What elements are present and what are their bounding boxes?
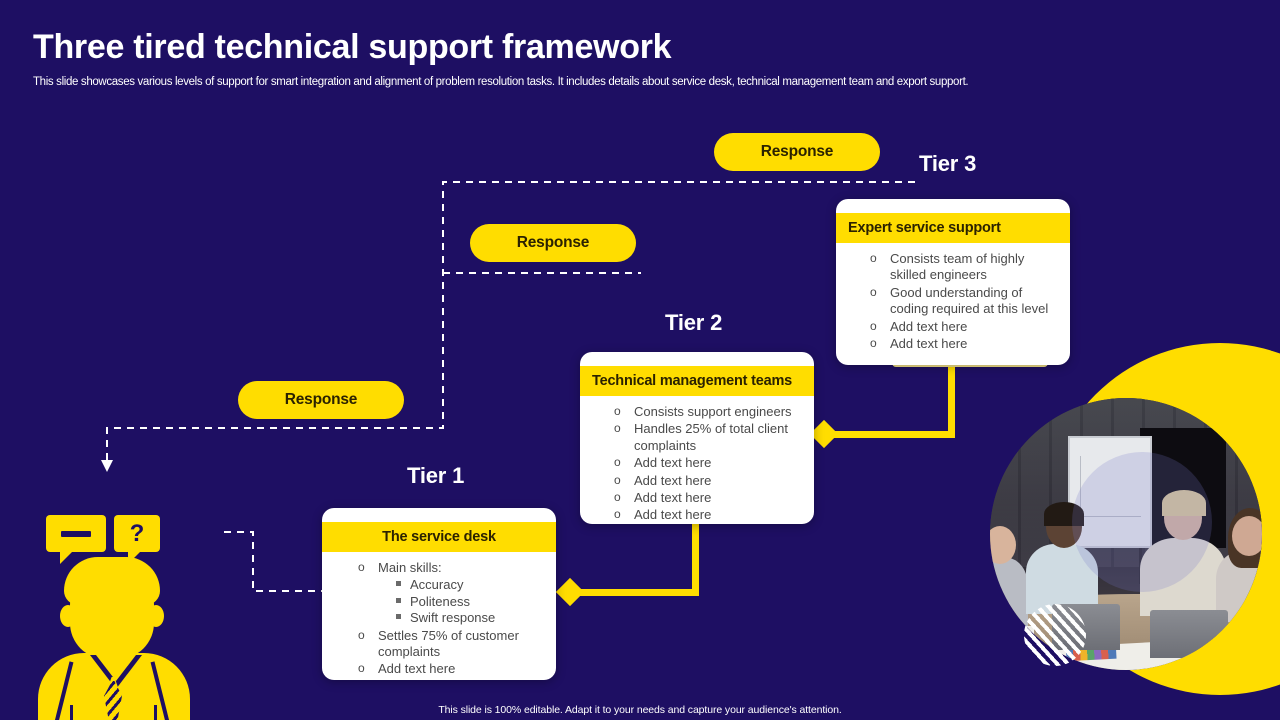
- list-item-text: Add text here: [378, 661, 456, 677]
- tier-2-card-title: Technical management teams: [580, 366, 814, 396]
- tier-3-list: o Consists team of highly skilled enginee…: [836, 251, 1070, 352]
- tier-3-card[interactable]: Expert service support o Consists team of…: [836, 199, 1070, 365]
- list-item-text: Consists team of highly skilled engineer…: [890, 251, 1025, 283]
- sub-list-item-text: Politeness: [410, 593, 470, 609]
- team-meeting-photo: [990, 398, 1262, 670]
- list-item: o Good understanding of coding required a…: [870, 284, 1060, 318]
- bullet-marker-icon: o: [614, 421, 621, 436]
- list-item: o Settles 75% of customer complaints: [358, 627, 546, 661]
- bullet-marker-icon: o: [614, 455, 621, 470]
- tier-1-card-title: The service desk: [322, 522, 556, 552]
- connector-tier2-to-tier1-horizontal: [574, 589, 696, 596]
- speech-bubble-dash-icon: [46, 515, 106, 564]
- list-item-text: Consists support engineers: [634, 404, 792, 419]
- list-item: o Add text here: [614, 489, 804, 506]
- bullet-marker-icon: o: [870, 284, 877, 299]
- connector-diamond-tier2: [809, 419, 839, 449]
- list-item-text: Good understanding of coding required at…: [890, 284, 1049, 317]
- list-item: o Add text here: [614, 455, 804, 471]
- sub-list-item-text: Swift response: [410, 610, 496, 626]
- square-bullet-icon: [396, 614, 401, 620]
- list-item: o Add text here: [614, 472, 804, 489]
- list-item-text: Add text here: [634, 472, 712, 488]
- bullet-marker-icon: o: [358, 560, 365, 574]
- bullet-marker-icon: o: [614, 472, 621, 487]
- bullet-marker-icon: o: [870, 318, 877, 333]
- square-bullet-icon: [396, 597, 401, 603]
- sub-list-item-text: Accuracy: [410, 577, 464, 593]
- sub-list-item: Swift response: [396, 610, 546, 626]
- list-item: o Handles 25% of total client complaints: [614, 421, 804, 454]
- list-item-text: Add text here: [890, 335, 968, 351]
- page-subtitle: This slide showcases various levels of s…: [33, 76, 969, 88]
- list-item: o Consists team of highly skilled enginee…: [870, 251, 1060, 284]
- list-item: o Add text here: [358, 661, 546, 677]
- tier-3-card-body: o Consists team of highly skilled enginee…: [836, 251, 1070, 353]
- list-item-text: Handles 25% of total client complaints: [634, 421, 788, 453]
- connector-tier3-to-tier2-vertical: [948, 362, 955, 438]
- list-item: o Add text here: [870, 318, 1060, 335]
- list-item: o Add text here: [870, 335, 1060, 352]
- speech-bubble-question-icon: ?: [114, 515, 160, 564]
- connector-diamond-tier1: [555, 577, 585, 607]
- bullet-marker-icon: o: [358, 627, 365, 642]
- page-title: Three tired technical support framework: [33, 28, 672, 66]
- square-bullet-icon: [396, 581, 401, 587]
- sub-list-item: Politeness: [396, 593, 546, 610]
- bullet-marker-icon: o: [870, 335, 877, 350]
- bullet-marker-icon: o: [358, 661, 365, 676]
- connector-tier3-to-tier2-horizontal: [830, 431, 952, 438]
- list-item-text: Add text here: [634, 455, 712, 471]
- response-pill-2[interactable]: Response: [470, 224, 636, 262]
- tier-3-card-title: Expert service support: [836, 213, 1070, 243]
- sub-list-item: Accuracy: [396, 577, 546, 593]
- list-item: o Add text here: [614, 507, 804, 523]
- tier-2-card[interactable]: Technical management teams o Consists sup…: [580, 352, 814, 524]
- list-item: o Consists support engineers: [614, 404, 804, 420]
- list-item-text: Add text here: [890, 318, 968, 334]
- bullet-marker-icon: o: [614, 507, 621, 522]
- list-item-text: Main skills:: [378, 560, 442, 575]
- bullet-marker-icon: o: [870, 251, 877, 265]
- tier-3-label: Tier 3: [919, 151, 977, 176]
- list-item-text: Add text here: [634, 489, 712, 505]
- list-item-text: Add text here: [634, 507, 712, 523]
- tier-2-label: Tier 2: [665, 310, 723, 335]
- list-item-text: Settles 75% of customer complaints: [378, 627, 519, 659]
- response-pill-3[interactable]: Response: [714, 133, 880, 171]
- connector-tier2-to-tier1-vertical: [692, 520, 699, 596]
- striped-decor-circle: [1024, 604, 1086, 666]
- response-pill-1[interactable]: Response: [238, 381, 404, 419]
- tier-1-label: Tier 1: [407, 463, 465, 488]
- bullet-marker-icon: o: [614, 489, 621, 504]
- customer-person-icon: ?: [38, 505, 222, 720]
- footer-note: This slide is 100% editable. Adapt it to…: [438, 704, 842, 716]
- bullet-marker-icon: o: [614, 404, 621, 418]
